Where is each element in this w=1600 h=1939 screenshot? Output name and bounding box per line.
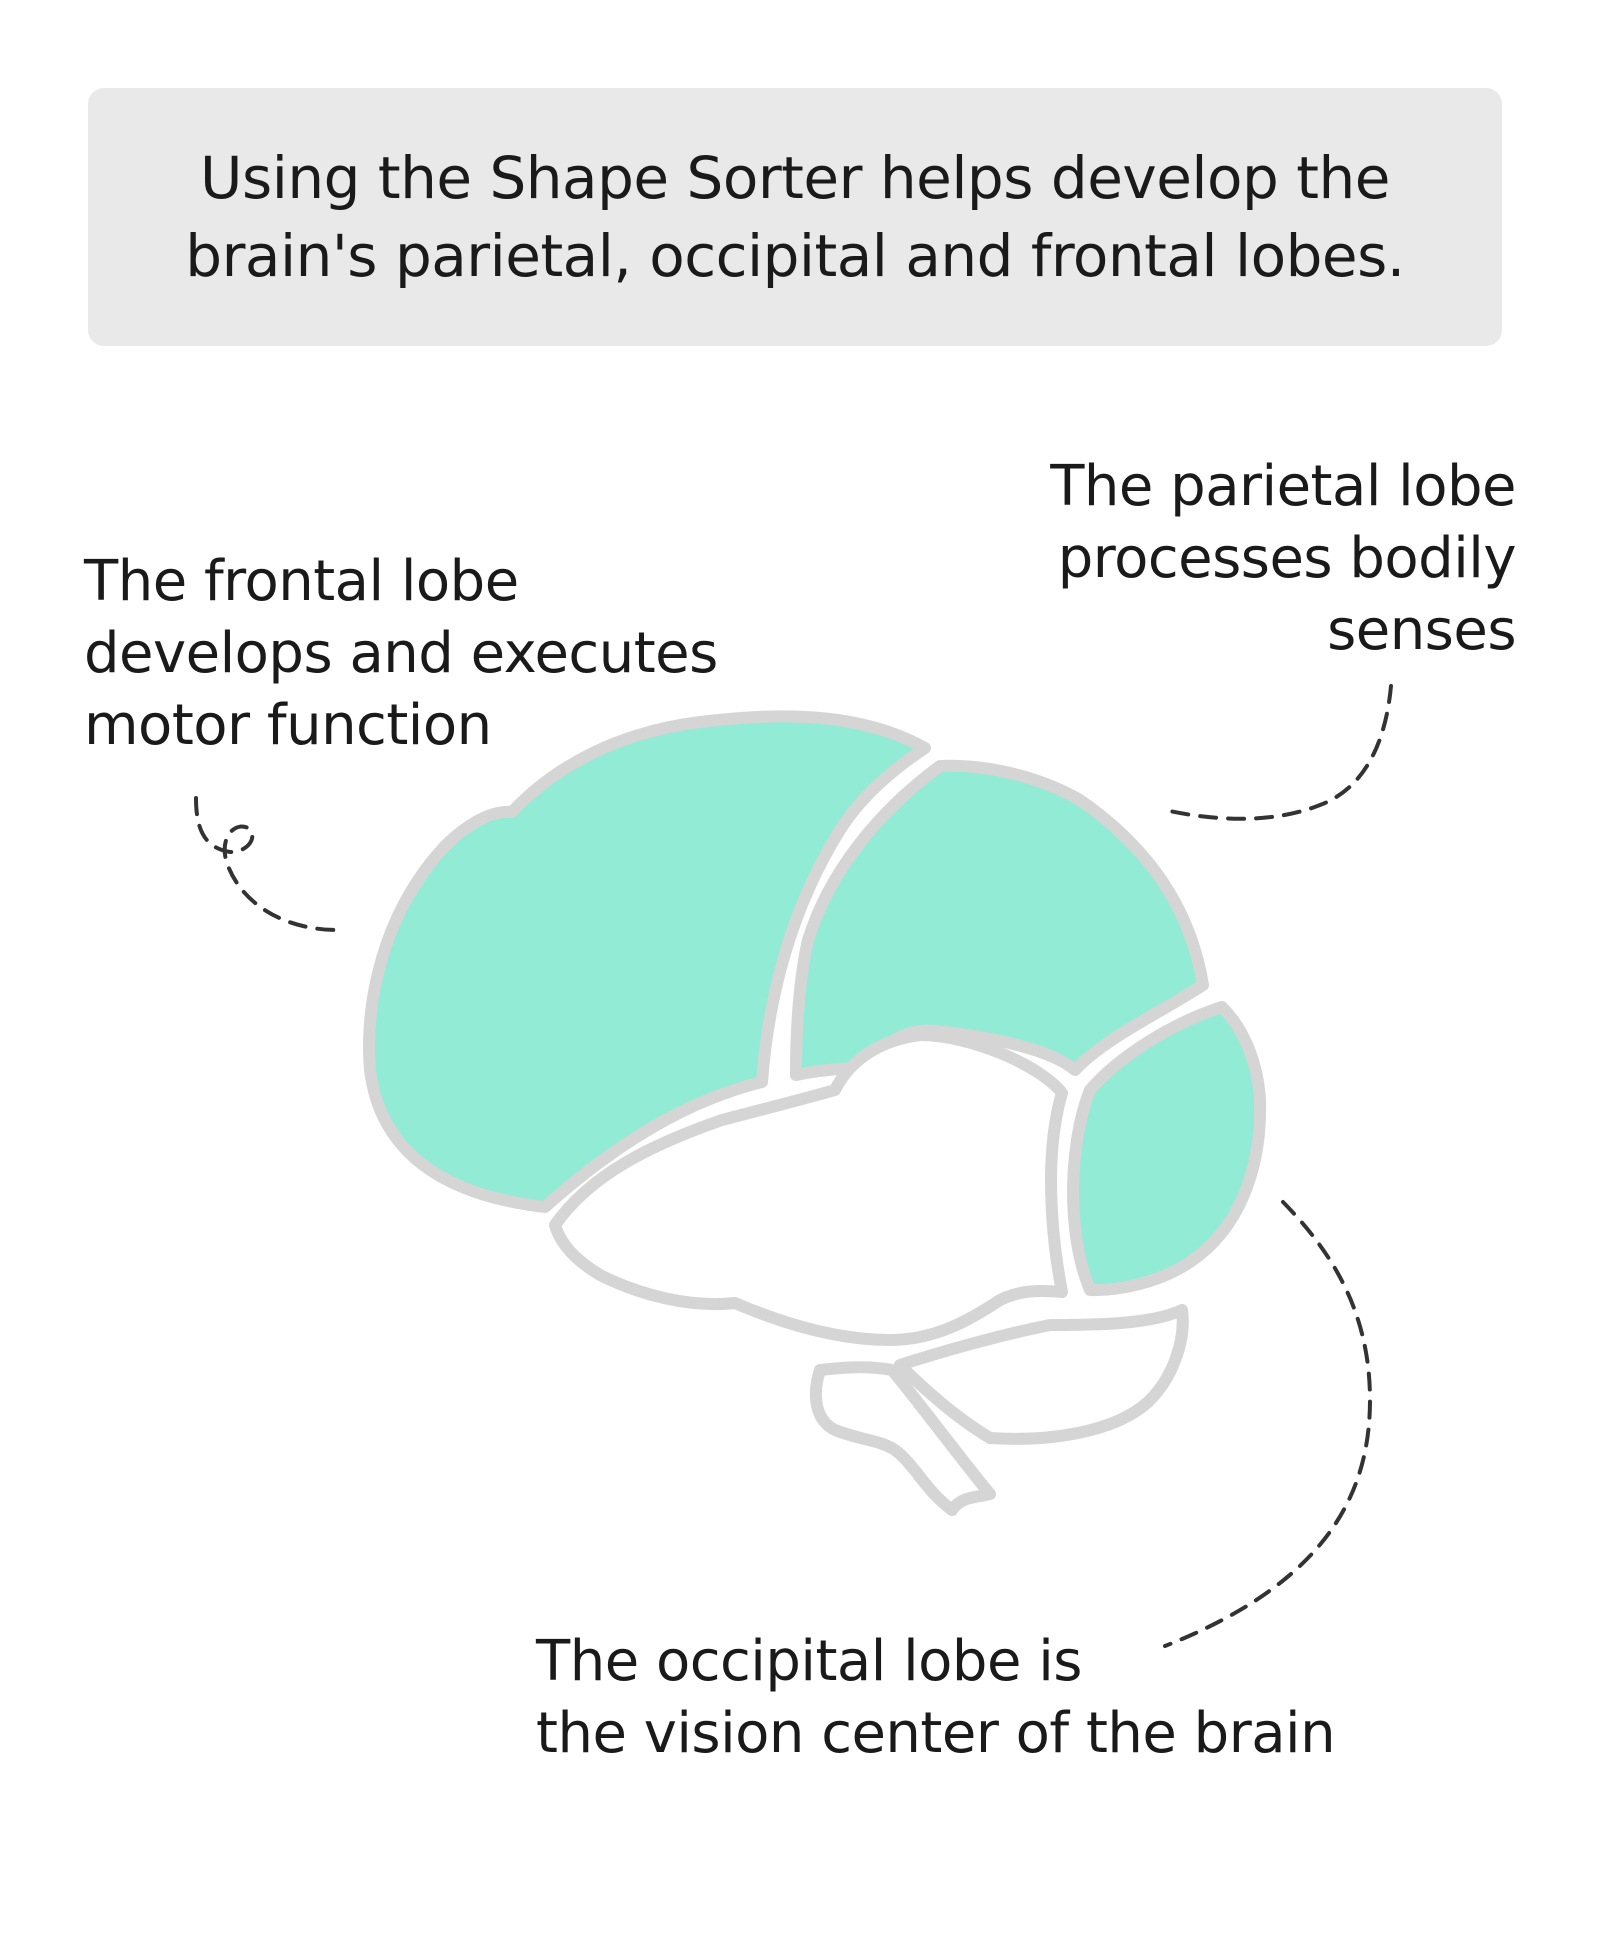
header-line-2: brain's parietal, occipital and frontal …: [185, 222, 1405, 290]
frontal-label-line-2: develops and executes: [84, 621, 718, 686]
parietal-lobe-label: The parietal lobe processes bodily sense…: [1050, 451, 1516, 667]
parietal-label-line-1: The parietal lobe: [1050, 454, 1516, 519]
parietal-lobe: [790, 759, 1209, 1081]
header-banner: Using the Shape Sorter helps develop the…: [88, 88, 1502, 346]
header-line-1: Using the Shape Sorter helps develop the: [200, 144, 1390, 212]
frontal-lobe: [363, 710, 931, 1213]
brain-stem: [809, 1361, 996, 1516]
parietal-label-line-3: senses: [1327, 598, 1516, 663]
frontal-label-line-1: The frontal lobe: [84, 549, 519, 614]
occipital-lobe: [1067, 1001, 1267, 1297]
occipital-lobe-label: The occipital lobe is the vision center …: [536, 1626, 1336, 1770]
parietal-label-line-2: processes bodily: [1057, 526, 1517, 591]
frontal-label-line-3: motor function: [84, 693, 492, 758]
frontal-leader-line: [194, 796, 340, 932]
frontal-lobe-label: The frontal lobe develops and executes m…: [84, 546, 718, 762]
cerebellum: [894, 1304, 1189, 1445]
occipital-label-line-1: The occipital lobe is: [536, 1629, 1082, 1694]
occipital-label-line-2: the vision center of the brain: [536, 1701, 1336, 1766]
occipital-leader-line: [1163, 1200, 1373, 1648]
parietal-leader-line: [1163, 684, 1393, 821]
temporal-lobe: [549, 1029, 1068, 1346]
